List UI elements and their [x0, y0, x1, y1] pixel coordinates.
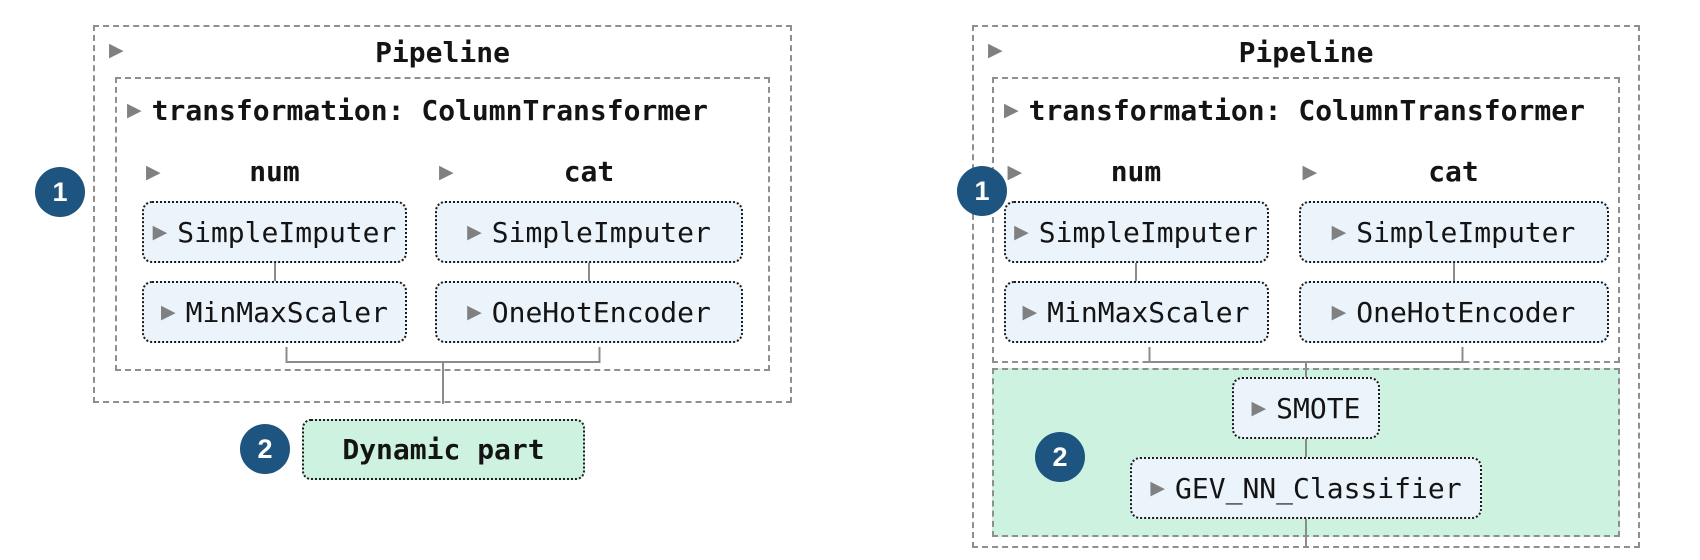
- estimator-label: OneHotEncoder: [1356, 295, 1576, 329]
- merge-connector: [285, 347, 600, 363]
- connector-line: [1452, 263, 1455, 281]
- toggle-arrow-icon[interactable]: ▶: [109, 39, 124, 61]
- toggle-arrow-icon[interactable]: ▶: [988, 39, 1003, 61]
- column-header-label: cat: [1428, 155, 1479, 188]
- toggle-arrow-icon: ▶: [1331, 300, 1347, 323]
- toggle-arrow-icon[interactable]: ▶: [127, 98, 142, 121]
- column-header-label: cat: [563, 155, 615, 188]
- column-cat: ▶ cat ▶ SimpleImputer ▶ OneHotEncoder: [1298, 155, 1609, 343]
- toggle-arrow-icon: ▶: [467, 220, 482, 243]
- connector-line: [1135, 263, 1137, 281]
- estimator-label: OneHotEncoder: [491, 295, 711, 329]
- connector-line: [588, 263, 590, 281]
- estimator-simpleimputer-cat[interactable]: ▶ SimpleImputer: [1298, 201, 1609, 263]
- estimator-label: SimpleImputer: [177, 215, 397, 249]
- annotation-badge-1-right: 1: [957, 166, 1007, 216]
- annotation-badge-2-left: 2: [240, 424, 290, 474]
- column-num: ▶ num ▶ SimpleImputer ▶ MinMaxScaler: [1003, 155, 1269, 343]
- toggle-arrow-icon: ▶: [152, 220, 168, 243]
- estimator-smote[interactable]: ▶ SMOTE: [1231, 377, 1381, 439]
- toggle-arrow-icon: ▶: [1251, 396, 1267, 419]
- estimator-label: MinMaxScaler: [185, 295, 388, 329]
- dynamic-part-box: Dynamic part: [302, 419, 585, 480]
- estimator-label: MinMaxScaler: [1047, 295, 1250, 329]
- toggle-arrow-icon: ▶: [1022, 300, 1038, 323]
- estimator-onehotencoder[interactable]: ▶ OneHotEncoder: [1298, 281, 1609, 343]
- column-transformer-heading: transformation: ColumnTransformer: [1028, 93, 1585, 127]
- pipeline-title: Pipeline: [375, 36, 510, 69]
- toggle-arrow-icon: ▶: [1150, 476, 1166, 499]
- connector-line: [1305, 363, 1307, 548]
- connector-line: [273, 263, 276, 281]
- column-transformer-heading: transformation: ColumnTransformer: [151, 93, 708, 127]
- column-header-cat: ▶ cat: [435, 155, 743, 191]
- transformer-columns: ▶ num ▶ SimpleImputer ▶ MinMaxScaler: [117, 155, 768, 343]
- estimator-label: GEV_NN_Classifier: [1175, 471, 1462, 505]
- column-header-label: num: [1110, 155, 1162, 188]
- toggle-arrow-icon: ▶: [1014, 220, 1029, 243]
- estimator-label: SMOTE: [1276, 391, 1361, 425]
- toggle-arrow-icon: ▶: [161, 300, 176, 323]
- estimator-minmaxscaler[interactable]: ▶ MinMaxScaler: [142, 281, 407, 343]
- column-header-num: ▶ num: [142, 155, 407, 191]
- column-transformer-heading-row: ▶ transformation: ColumnTransformer: [117, 79, 768, 129]
- pipeline-header: ▶ Pipeline: [974, 27, 1638, 77]
- column-header-label: num: [249, 155, 300, 188]
- annotation-badge-1-left: 1: [35, 167, 85, 217]
- estimator-label: SimpleImputer: [1356, 215, 1576, 249]
- toggle-arrow-icon: ▶: [1331, 220, 1347, 243]
- pipeline-diagram-right: ▶ Pipeline ▶ transformation: ColumnTrans…: [972, 25, 1640, 548]
- column-transformer-box: ▶ transformation: ColumnTransformer ▶ nu…: [992, 77, 1620, 363]
- column-cat: ▶ cat ▶ SimpleImputer ▶ OneHotEncoder: [435, 155, 743, 343]
- column-transformer-heading-row: ▶ transformation: ColumnTransformer: [994, 79, 1618, 129]
- toggle-arrow-icon[interactable]: ▶: [1007, 161, 1023, 183]
- pipeline-header: ▶ Pipeline: [95, 27, 790, 77]
- toggle-arrow-icon[interactable]: ▶: [146, 161, 161, 183]
- pipeline-title: Pipeline: [1238, 36, 1374, 69]
- estimator-minmaxscaler[interactable]: ▶ MinMaxScaler: [1003, 281, 1269, 343]
- estimator-simpleimputer-num[interactable]: ▶ SimpleImputer: [1003, 201, 1269, 263]
- column-header-num: ▶ num: [1004, 155, 1269, 191]
- column-transformer-box: ▶ transformation: ColumnTransformer ▶ nu…: [115, 77, 770, 371]
- toggle-arrow-icon[interactable]: ▶: [439, 161, 454, 183]
- estimator-label: SimpleImputer: [1038, 215, 1258, 249]
- estimator-label: SimpleImputer: [491, 215, 711, 249]
- estimator-simpleimputer-cat[interactable]: ▶ SimpleImputer: [435, 201, 743, 263]
- estimator-onehotencoder[interactable]: ▶ OneHotEncoder: [435, 281, 743, 343]
- estimator-gev-nn-classifier[interactable]: ▶ GEV_NN_Classifier: [1130, 457, 1482, 519]
- toggle-arrow-icon[interactable]: ▶: [1302, 161, 1318, 183]
- pipeline-diagram-left: ▶ Pipeline ▶ transformation: ColumnTrans…: [93, 25, 792, 404]
- toggle-arrow-icon: ▶: [467, 300, 482, 323]
- toggle-arrow-icon[interactable]: ▶: [1004, 98, 1019, 121]
- dynamic-part-region: ▶ SMOTE ▶ GEV_NN_Classifier: [992, 368, 1620, 537]
- connector-line: [442, 363, 444, 404]
- column-header-cat: ▶ cat: [1299, 155, 1609, 191]
- merge-connector: [1148, 347, 1464, 363]
- transformer-columns: ▶ num ▶ SimpleImputer ▶ MinMaxScaler: [994, 155, 1618, 343]
- estimator-simpleimputer-num[interactable]: ▶ SimpleImputer: [142, 201, 407, 263]
- annotation-badge-2-right: 2: [1035, 432, 1085, 482]
- column-num: ▶ num ▶ SimpleImputer ▶ MinMaxScaler: [142, 155, 407, 343]
